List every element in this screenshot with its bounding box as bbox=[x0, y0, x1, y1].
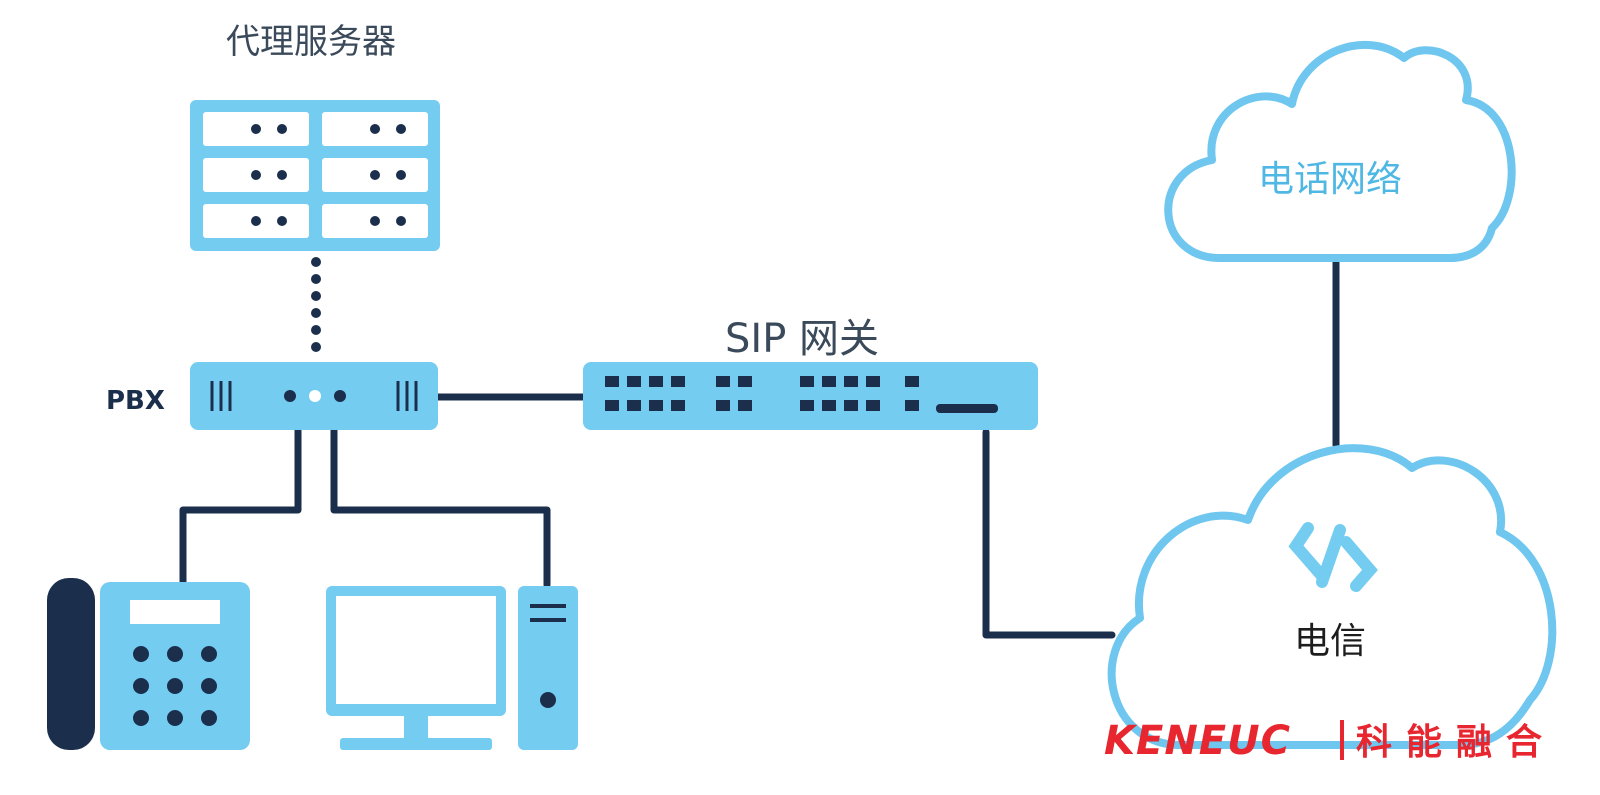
server-rack-icon bbox=[190, 100, 440, 251]
desktop-computer-icon bbox=[326, 586, 578, 750]
network-switch-icon bbox=[583, 362, 1038, 430]
gateway-to-telecom-line bbox=[982, 428, 1116, 639]
sip-gateway-label: SIP 网关 bbox=[725, 316, 880, 362]
pbx-device-icon bbox=[190, 362, 438, 430]
pbx-label: PBX bbox=[106, 386, 165, 416]
keneuc-logo: KENEUC 科能融合 bbox=[1104, 718, 1556, 764]
cloud-icon-phone-network bbox=[1164, 40, 1516, 262]
proxy-server-label: 代理服务器 bbox=[226, 22, 396, 62]
telecom-label: 电信 bbox=[1294, 621, 1367, 662]
svg-text:KENEUC: KENEUC bbox=[1104, 718, 1291, 764]
desk-phone-icon bbox=[47, 578, 250, 750]
proxy-to-pbx-dotted-line bbox=[311, 257, 321, 352]
telecom-symbol-icon bbox=[1288, 522, 1378, 592]
cloud-icon-telecom bbox=[1107, 444, 1557, 749]
phone-network-label: 电话网络 bbox=[1258, 159, 1403, 200]
switch-ports bbox=[605, 376, 998, 413]
pbx-to-phone-line bbox=[179, 426, 302, 589]
svg-text:科能融合: 科能融合 bbox=[1356, 722, 1556, 763]
connection-lines bbox=[179, 258, 1340, 639]
pbx-to-computer-line bbox=[330, 426, 551, 589]
